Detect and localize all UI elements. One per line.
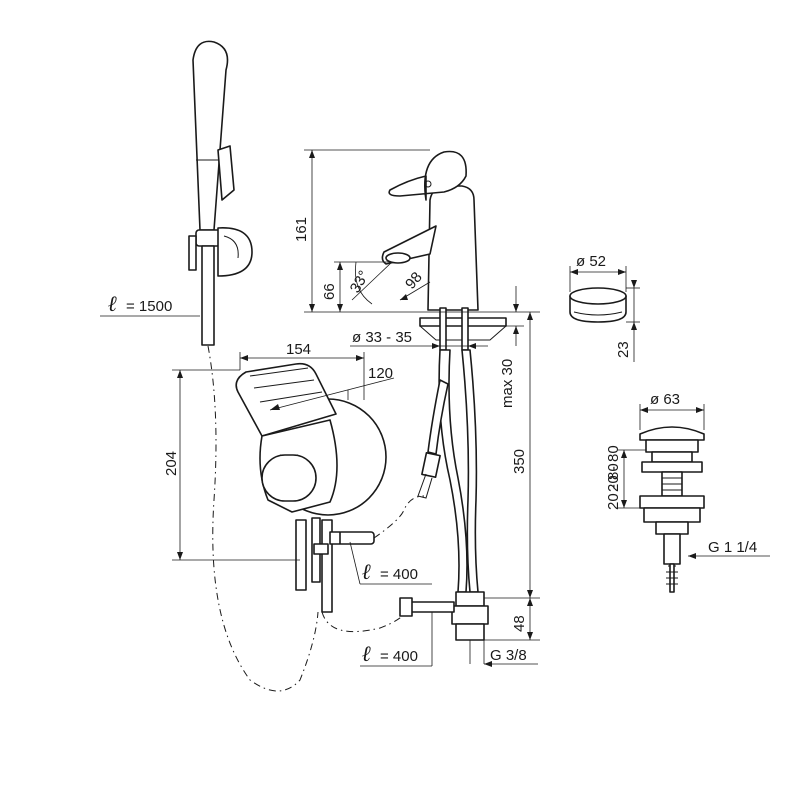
hose-length-1500-label: ℓ = 1500 [100, 291, 200, 317]
cap-height-label: 23 [615, 341, 632, 358]
valve-thread-label: G 3/8 [490, 647, 527, 664]
hose-symbol: ℓ [362, 641, 371, 666]
valve-thread: G 3/8 [469, 640, 538, 667]
thermostatic-valve [235, 362, 387, 613]
thermostat-depth: 120 [368, 365, 393, 382]
mixer-spout-reach: 98 [402, 269, 426, 293]
mixer-total-height: 161 [293, 217, 310, 242]
cap-height: 23 [615, 280, 640, 362]
mixer-spout-angle: 33° [347, 261, 393, 305]
cap-diameter-label: ø 52 [576, 253, 606, 270]
drain-adjust-range-upper: 20 - 80 [605, 445, 622, 492]
mixer-spout-reach: 98 [399, 269, 431, 301]
mixer-supply-length: 350 [484, 312, 540, 599]
drain-adjust-range: 20 - 80 20 - 80 [605, 445, 646, 510]
hose-length-400-upper: ℓ = 400 [349, 541, 432, 585]
thermostat-width: 154 [286, 341, 311, 358]
mixer-hole-diameter: ø 33 - 35 [350, 329, 488, 349]
drain-diameter-label: ø 63 [650, 391, 680, 408]
thermostat-width-154: 154 [239, 341, 365, 400]
hose-symbol: ℓ [108, 291, 117, 316]
mixer-spout-height-66: 66 [321, 261, 392, 312]
mixer-spout-height: 66 [321, 283, 338, 300]
mixer-max-thickness: max 30 [499, 286, 524, 408]
drain-diameter: ø 63 [639, 391, 705, 430]
mixer-spout-angle: 33° [347, 268, 373, 296]
thermostat-height-204: 204 [163, 369, 300, 561]
angle-valve [399, 591, 489, 641]
hose-length-value: = 1500 [126, 298, 172, 315]
mixer-supply-length-label: 350 [511, 449, 528, 474]
hose-symbol: ℓ [362, 559, 371, 584]
valve-height-label: 48 [511, 615, 528, 632]
hose-length-value: = 400 [380, 566, 418, 583]
basin-mixer [381, 150, 507, 351]
hand-shower [188, 40, 253, 346]
valve-height-48: 48 [484, 598, 540, 641]
thermostat-height: 204 [163, 451, 180, 476]
cap-diameter: ø 52 [569, 253, 627, 292]
drain-thread-label: G 1 1/4 [708, 539, 757, 556]
mixer-height-161: 161 [293, 149, 540, 313]
mixer-max-thickness-label: max 30 [499, 359, 516, 408]
supply-hoses [417, 349, 479, 593]
hose-length-400-lower: ℓ = 400 [360, 610, 433, 667]
cap [569, 287, 627, 323]
drain [639, 426, 705, 593]
hose-length-value: = 400 [380, 648, 418, 665]
mixer-hole-diameter-label: ø 33 - 35 [352, 329, 412, 346]
drain-thread: G 1 1/4 [688, 539, 770, 559]
thermostat-depth-120: 120 [269, 365, 395, 411]
drain-adjust-range-lower: 20 - 80 [605, 463, 622, 510]
